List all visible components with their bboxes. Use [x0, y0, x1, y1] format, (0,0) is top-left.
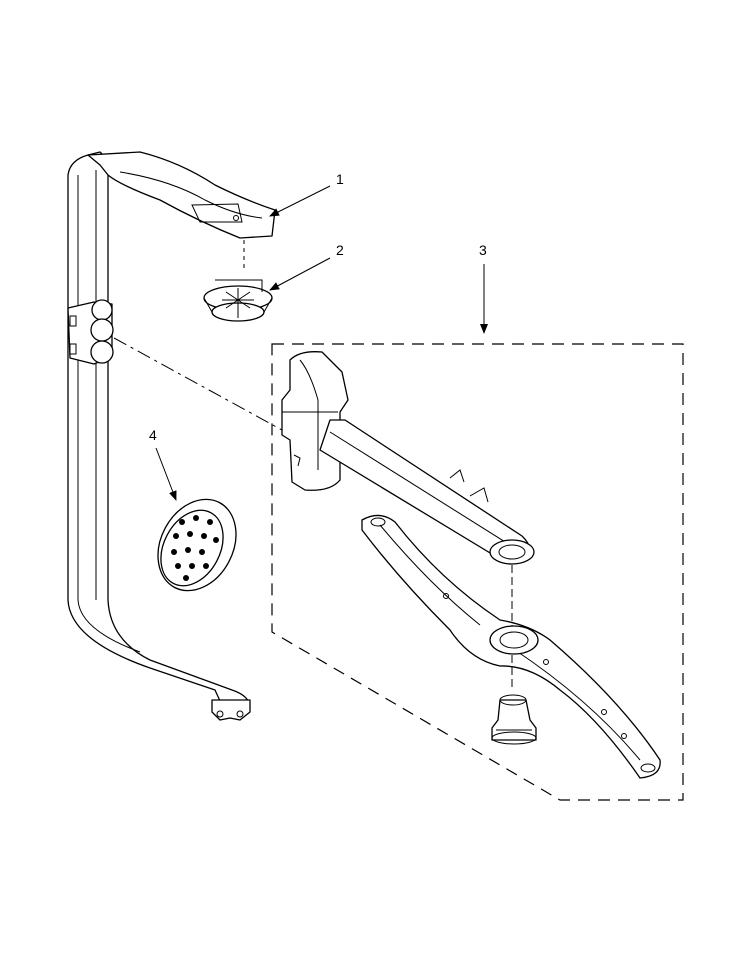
supply-tube [67, 151, 276, 721]
callout-1: 1 [269, 171, 344, 217]
callout-3: 3 [479, 242, 488, 334]
bearing-ring [203, 240, 273, 322]
filter-screen [157, 498, 237, 592]
connection-line [113, 337, 283, 431]
callout-4: 4 [149, 427, 177, 501]
callout-2: 2 [269, 242, 344, 291]
callout-label-1: 1 [336, 171, 344, 187]
callout-label-3: 3 [479, 242, 487, 258]
kit-boundary [271, 343, 684, 801]
spray-arm-assembly [281, 351, 661, 779]
callout-label-4: 4 [149, 427, 157, 443]
callout-label-2: 2 [336, 242, 344, 258]
